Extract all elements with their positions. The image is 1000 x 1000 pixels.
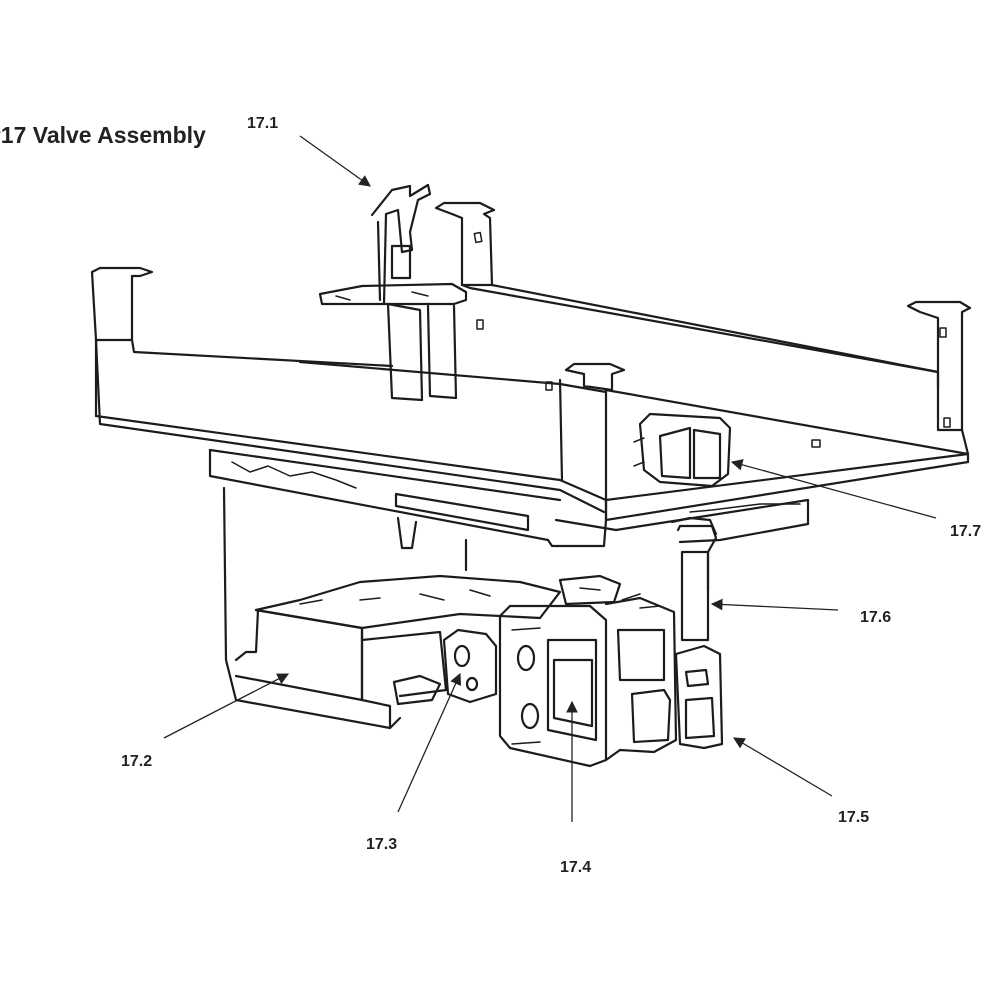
callout-17-2: 17.2 bbox=[121, 753, 152, 770]
frame-tray bbox=[90, 201, 972, 522]
callout-17-5: 17.5 bbox=[838, 809, 869, 826]
callout-17-4: 17.4 bbox=[560, 859, 591, 876]
bracket-17-1 bbox=[318, 183, 468, 402]
leader-lines bbox=[163, 135, 937, 822]
housing-17-2 bbox=[222, 486, 562, 730]
valve-body-assembly bbox=[442, 516, 724, 768]
pipe-17-6 bbox=[676, 524, 718, 592]
callout-17-6: 17.6 bbox=[860, 609, 891, 626]
front-plate bbox=[208, 448, 810, 550]
callout-17-3: 17.3 bbox=[366, 836, 397, 853]
connector-block-17-7 bbox=[633, 412, 732, 488]
fitting-17-5 bbox=[674, 644, 724, 750]
callout-17-1: 17.1 bbox=[247, 115, 278, 132]
callout-17-7: 17.7 bbox=[950, 523, 981, 540]
fitting-17-3 bbox=[442, 628, 498, 704]
diagram-title: #17 Valve Assembly bbox=[0, 122, 206, 148]
